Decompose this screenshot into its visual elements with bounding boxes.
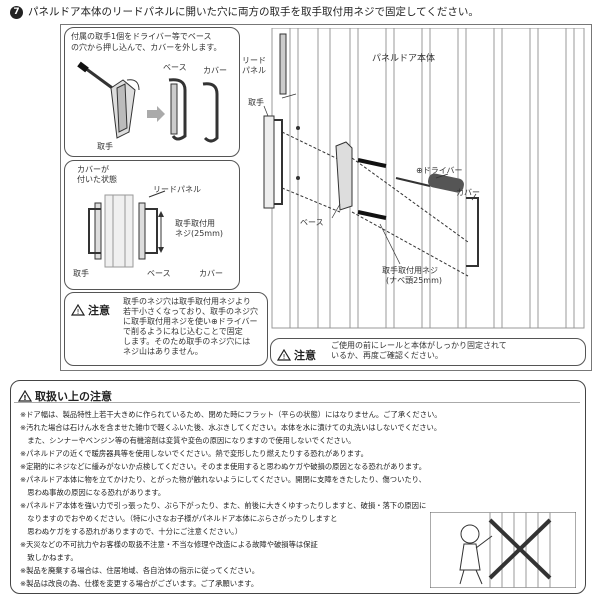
label-cover: カバー (203, 66, 227, 75)
note-item: ※天災などの不可抗力やお客様の取扱不注意・不当な修理や改造による故障や破損等は保… (20, 540, 318, 549)
caution-2-line-1: ご使用の前にレールと本体がしっかり固定されて (331, 341, 507, 350)
svg-text:!: ! (283, 353, 286, 361)
note-item: ※パネルドア本体に物を立てかけたり、とがった物が触れないようにしてください。開閉… (20, 475, 426, 484)
label-handle-2: 取手 (73, 269, 89, 278)
caution-1-line-4: で削るようにねじ込むことで固定 (123, 327, 243, 336)
text-cover-attached-1: カバーが (77, 165, 109, 174)
notes-divider (14, 402, 580, 403)
label-screw-1: 取手取付用 (175, 219, 215, 228)
note-item: また、シンナーやベンジン等の有機溶剤は変質や変色の原因になりますので使用しないで… (20, 436, 356, 445)
cover-attached-illustration (88, 190, 166, 268)
label-screw-2: ネジ(25mm) (175, 229, 224, 238)
note-item: ※汚れた場合は石けん水を含ませた雑巾で軽くふいた後、水ぶきしてください。本体を水… (20, 423, 442, 432)
note-item: ※製品は改良の為、仕様を変更する場合がございます。ご了承願います。 (20, 579, 259, 588)
label-base-2: ベース (147, 269, 171, 278)
svg-text:!: ! (23, 394, 26, 402)
caution-label-2: 注意 (294, 349, 316, 362)
label-handle: 取手 (97, 142, 113, 151)
note-item: ※定期的にネジなどに緩みがないか点検してください。そのまま使用すると思わぬケガや… (20, 462, 427, 471)
note-item: ※ドア幅は、製品特性上若干大きめに作られているため、閉めた時にフラット（平らの状… (20, 410, 442, 419)
caution-1-line-3: に取手取付用ネジを使い⊕ドライバー (123, 317, 258, 326)
warning-triangle-icon: ! (71, 304, 85, 316)
note-item: 致しかねます。 (20, 553, 78, 562)
handling-notes-box (10, 380, 586, 594)
main-label-handle: 取手 (248, 98, 264, 107)
child-hanging-warning-illustration (430, 512, 576, 588)
note-item: ※パネルドア本体を強い力で引っ張ったり、ぶら下がったり、また、前後に大きくゆすっ… (20, 501, 427, 510)
handling-notes-title-text: 取扱い上の注意 (35, 390, 112, 403)
label-base: ベース (163, 63, 187, 72)
step-title: パネルドア本体のリードパネルに開いた穴に両方の取手を取手取付用ネジで固定してくだ… (28, 6, 479, 18)
caution-box-check: ! 注意 ご使用の前にレールと本体がしっかり固定されて いるか、再度ご確認くださ… (270, 338, 586, 366)
caution-1-line-2: 若干小さくなっており、取手のネジ穴 (123, 307, 259, 316)
main-label-screw-1: 取手取付用ネジ (382, 266, 438, 275)
label-cover-2: カバー (199, 269, 223, 278)
main-label-lead-panel-2: パネル (242, 66, 266, 75)
detail-box-remove-cover: 付属の取手1個をドライバー等でベース の穴から押し込んで、カバーを外します。 ベ… (64, 27, 240, 157)
main-label-base: ベース (300, 218, 324, 227)
note-item: ※パネルドアの近くで暖房器具等を使用しないでください。熱で変形したり燃えたりする… (20, 449, 368, 458)
detail-box-cover-attached: カバーが 付いた状態 リードパネル 取手取付用 ネジ(25mm) 取手 ベース … (64, 160, 240, 290)
caution-label-1: 注意 (88, 304, 110, 317)
remove-cover-illustration (77, 61, 219, 143)
note-item: 思わぬ事故の原因になる恐れがあります。 (20, 488, 166, 497)
text-cover-attached-2: 付いた状態 (77, 175, 117, 184)
caution-1-line-5: します。そのため取手のネジ穴には (123, 337, 251, 346)
warning-triangle-icon: ! (277, 349, 291, 361)
caution-badge-1: ! 注意 (71, 301, 110, 320)
warning-triangle-icon: ! (18, 390, 32, 402)
caution-badge-2: ! 注意 (277, 346, 316, 365)
main-label-driver: ⊕ドライバー (416, 166, 463, 175)
main-label-screw-2: (ナベ頭25mm) (386, 276, 443, 285)
handling-notes-title: ! 取扱い上の注意 (18, 388, 112, 405)
svg-text:!: ! (77, 308, 80, 316)
step-number: 7 (10, 6, 23, 19)
note-item: ※製品を廃棄する場合は、住居地域、各自治体の指示に従ってください。 (20, 566, 260, 575)
label-lead-panel: リードパネル (153, 185, 201, 194)
main-label-lead-panel-1: リード (242, 56, 266, 65)
door-assembly-diagram (263, 28, 585, 329)
main-label-door-body: パネルドア本体 (372, 54, 436, 64)
detail-text-line-1: 付属の取手1個をドライバー等でベース (71, 32, 212, 41)
main-label-cover: カバー (456, 188, 480, 197)
detail-text-line-2: の穴から押し込んで、カバーを外します。 (71, 43, 222, 52)
caution-1-line-6: ネジ山はありません。 (123, 347, 203, 356)
note-item: なりますのでおやめください。（特に小さなお子様がパネルドア本体にぶらさがったりし… (20, 514, 338, 523)
caution-2-line-2: いるか、再度ご確認ください。 (331, 351, 443, 360)
caution-box-screw: ! 注意 取手のネジ穴は取手取付用ネジより 若干小さくなっており、取手のネジ穴 … (64, 292, 268, 366)
caution-1-line-1: 取手のネジ穴は取手取付用ネジより (123, 297, 251, 306)
note-item: 思わぬケガをする恐れがありますので、十分にご注意ください。） (20, 527, 243, 536)
